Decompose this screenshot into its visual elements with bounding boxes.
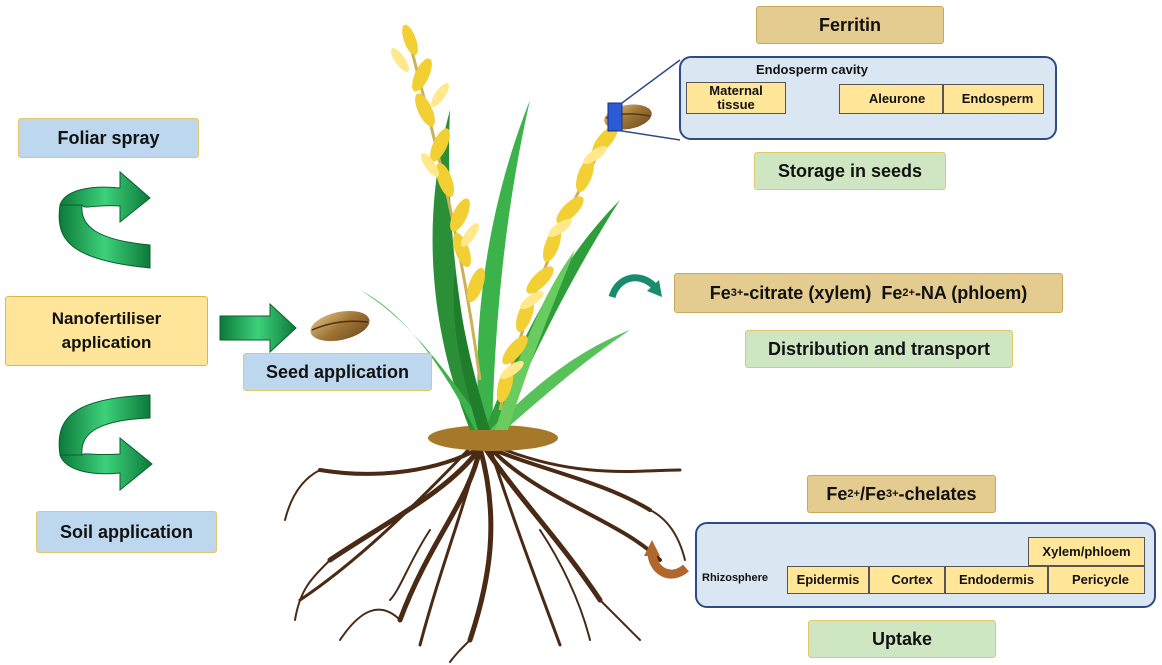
roots — [284, 445, 686, 663]
fe2-prefix: Fe — [881, 282, 903, 303]
ferritin-label: Ferritin — [756, 6, 944, 44]
distribution-transport-label: Distribution and transport — [745, 330, 1013, 368]
pericycle-cell: Pericycle — [1048, 566, 1145, 594]
rhizosphere-label: Rhizosphere — [702, 572, 769, 584]
soil-application-label: Soil application — [36, 511, 217, 553]
grain-heads — [390, 24, 622, 411]
cortex-cell: Cortex — [869, 566, 945, 594]
panicle-seed-icon — [604, 102, 652, 132]
fe2-superscript: 2+ — [902, 287, 915, 299]
uptake-label: Uptake — [808, 620, 996, 658]
storage-in-seeds-label: Storage in seeds — [754, 152, 946, 190]
foliar-spray-label: Foliar spray — [18, 118, 199, 158]
soil-disc — [428, 425, 558, 451]
xylem-phloem-cell: Xylem/phloem — [1028, 537, 1145, 566]
fe3-prefix: Fe — [709, 282, 731, 303]
seed-icon — [310, 310, 370, 342]
aleurone-cell: Aleurone — [839, 84, 943, 114]
chelate-mid: /Fe — [859, 483, 886, 504]
epidermis-cell: Epidermis — [787, 566, 869, 594]
seed-application-label: Seed application — [243, 353, 432, 391]
chelate-sup2: 3+ — [885, 488, 899, 500]
chelate-fe: Fe — [826, 483, 848, 504]
distribution-curved-arrow-icon — [608, 274, 662, 299]
soil-curved-arrow-icon — [58, 394, 153, 492]
endosperm-cell: Endosperm — [943, 84, 1044, 114]
fe3-citrate-text: -citrate (xylem) — [743, 282, 872, 303]
endosperm-cavity-label: Endosperm cavity — [756, 62, 868, 77]
chelate-sup1: 2+ — [847, 488, 860, 500]
fe2-na-text: -NA (phloem) — [914, 282, 1028, 303]
chelate-rest: -chelates — [898, 483, 977, 504]
fe3-superscript: 3+ — [730, 287, 744, 299]
endodermis-cell: Endodermis — [945, 566, 1048, 594]
seed-straight-arrow-icon — [219, 302, 297, 354]
maternal-tissue-cell: Maternal tissue — [686, 82, 786, 114]
uptake-curved-arrow-icon — [644, 540, 689, 579]
foliar-curved-arrow-icon — [58, 170, 151, 269]
nanofertiliser-application-box: Nanofertiliser application — [5, 296, 208, 366]
